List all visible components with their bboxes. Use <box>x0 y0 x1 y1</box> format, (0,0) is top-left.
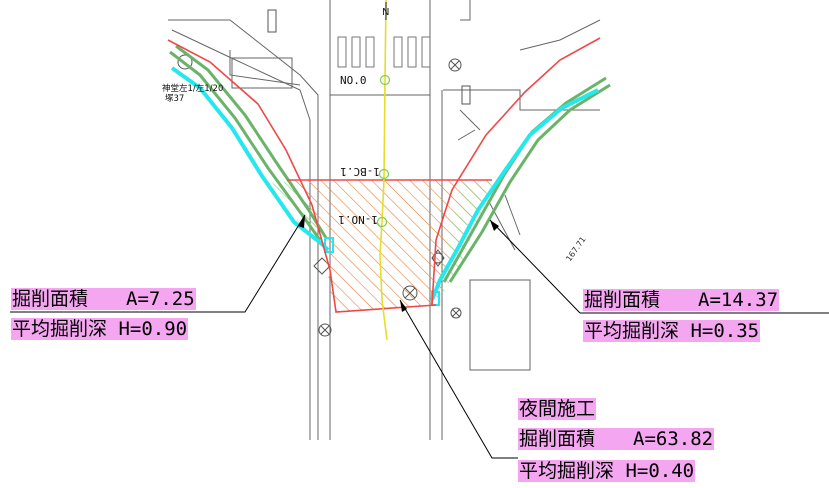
red-boundary <box>167 37 601 313</box>
station-label-bc1: 1-BC.1 <box>340 165 380 178</box>
center-line <box>379 0 388 341</box>
callout-center-title: 夜間施工 <box>518 398 597 420</box>
callout-right-depth: 平均掘削深 H=0.35 <box>583 320 761 342</box>
crosswalk <box>337 36 431 68</box>
leader-lines <box>10 214 829 459</box>
callout-center-depth: 平均掘削深 H=0.40 <box>518 460 696 482</box>
note-left-1: 神堂左1/左1/20 <box>162 83 223 94</box>
callout-left-depth: 平均掘削深 H=0.90 <box>11 318 189 340</box>
station-label-no1: 1-NO.1 <box>338 213 378 226</box>
note-right: 167.71 <box>564 235 587 263</box>
station-label-no0: NO.0 <box>340 74 367 87</box>
note-left-2: 塚37 <box>165 94 184 104</box>
north-mark-text: N <box>382 7 389 18</box>
station-markers <box>376 74 391 228</box>
callout-right-area: 掘削面積 A=14.37 <box>583 289 780 311</box>
callout-center-area: 掘削面積 A=63.82 <box>518 428 715 450</box>
callout-left-area: 掘削面積 A=7.25 <box>11 288 196 310</box>
leader-arrowheads <box>298 215 499 312</box>
